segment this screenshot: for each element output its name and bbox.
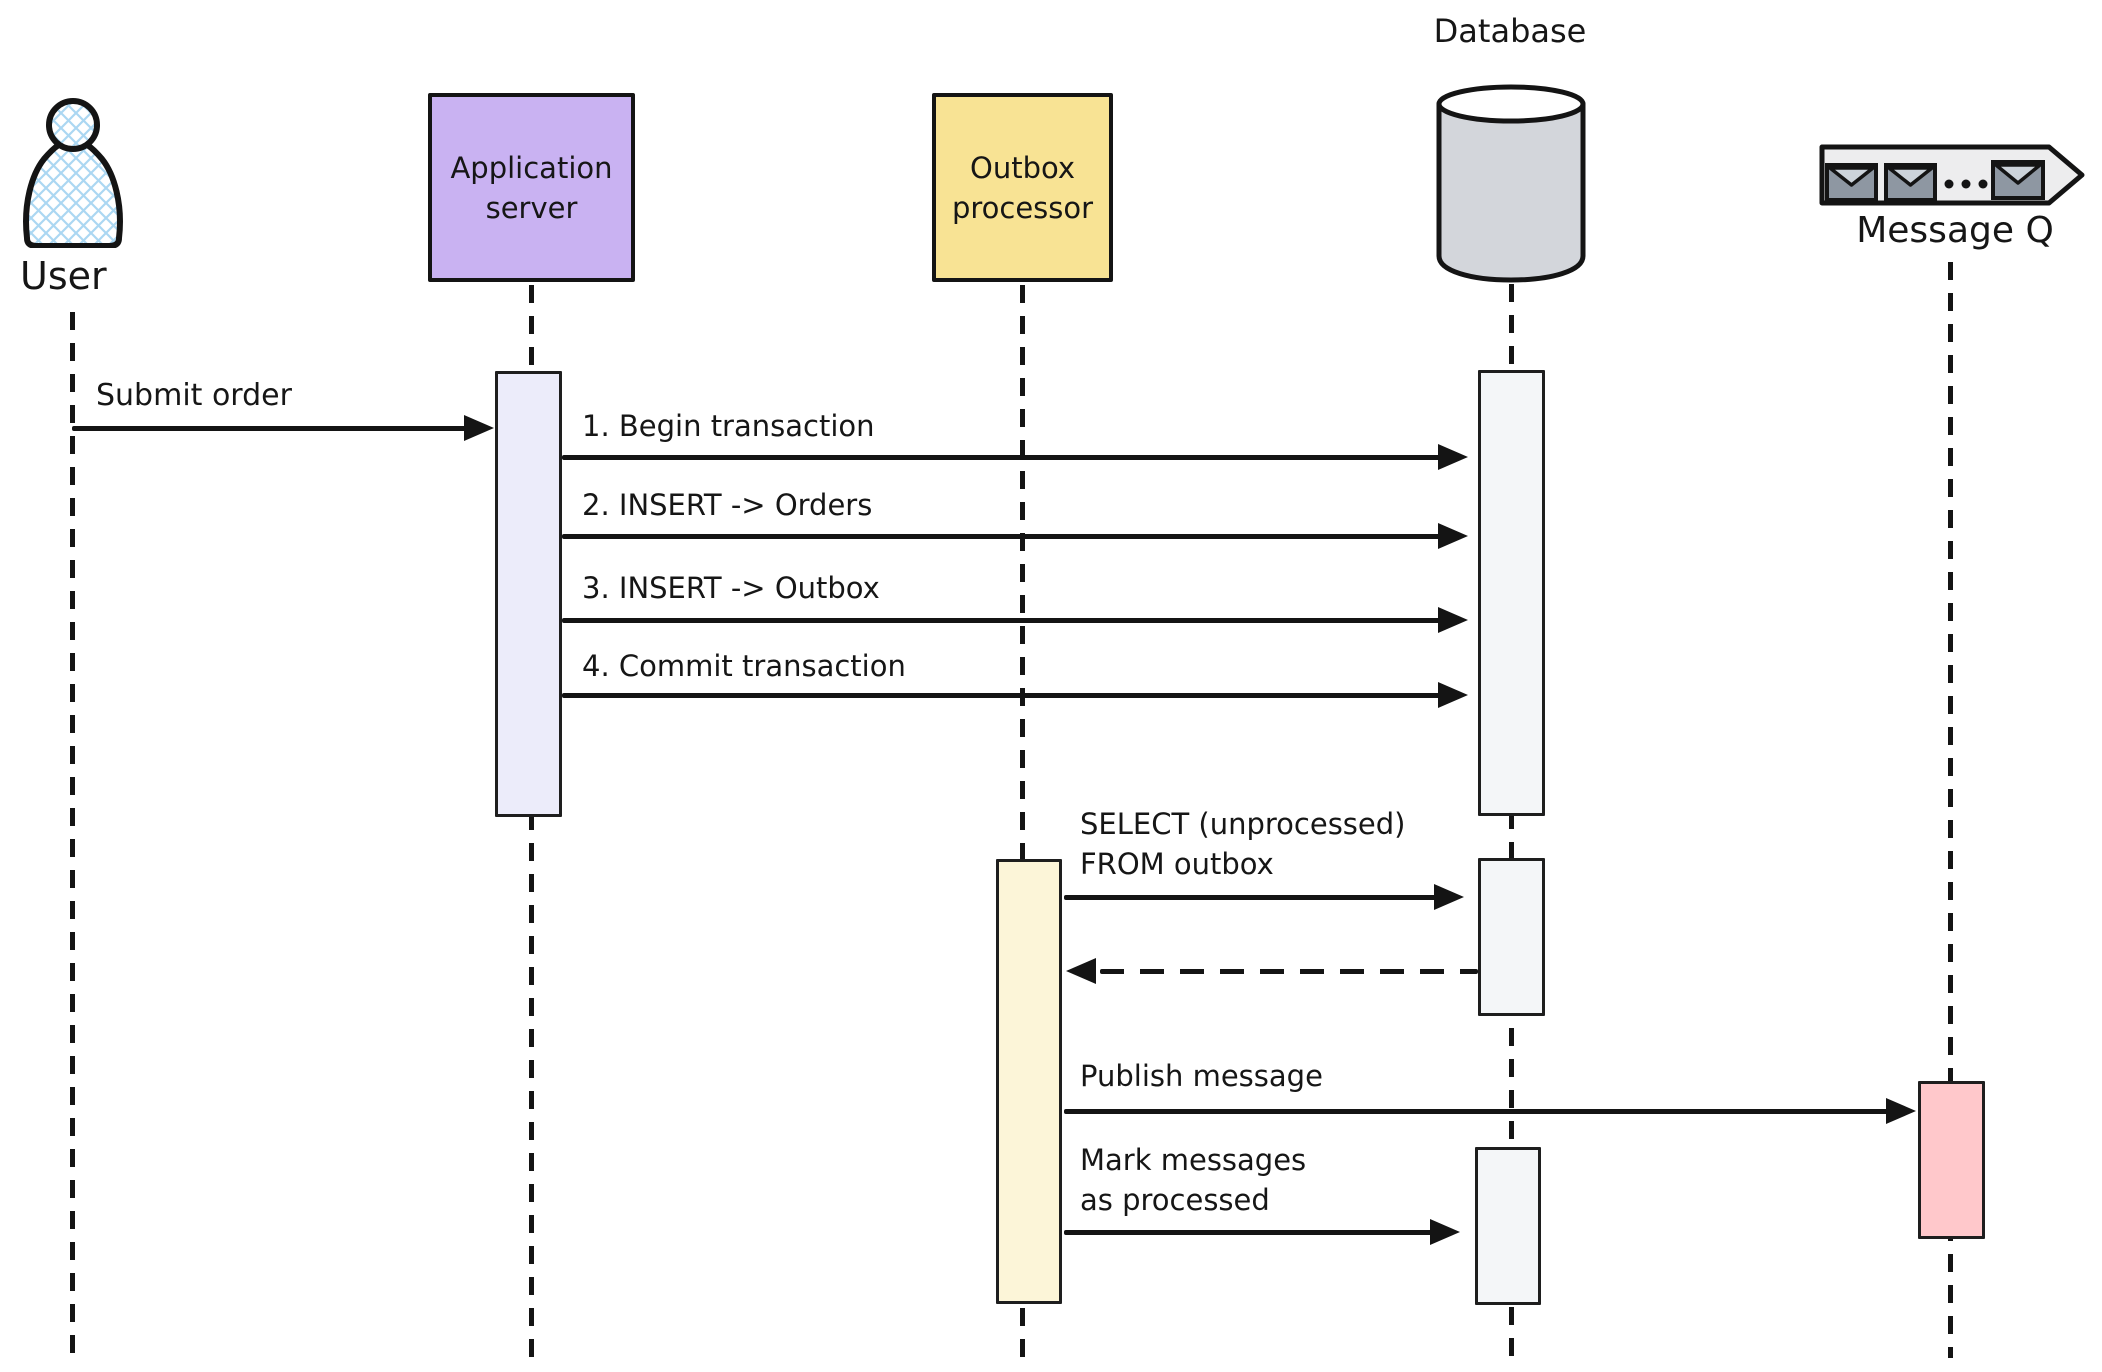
message-label: Publish message bbox=[1080, 1059, 1323, 1093]
database-activation-bar-2 bbox=[1478, 858, 1545, 1016]
message-line bbox=[1064, 1230, 1432, 1235]
message-line bbox=[562, 534, 1440, 539]
envelope-icon bbox=[1825, 163, 1878, 202]
message-q-lifeline bbox=[1948, 262, 1953, 1358]
message-dashed-line bbox=[1100, 969, 1478, 974]
message-line bbox=[1064, 1109, 1888, 1114]
outbox-processor-label: Outbox processor bbox=[951, 150, 1094, 225]
arrowhead-right-icon bbox=[1438, 607, 1468, 633]
arrowhead-right-icon bbox=[1438, 523, 1468, 549]
message-label: Submit order bbox=[96, 378, 292, 413]
message-queue-icon bbox=[1819, 144, 2085, 206]
application-server-lifeline bbox=[529, 285, 534, 1357]
envelope-icon bbox=[1991, 160, 2045, 200]
arrowhead-left-icon bbox=[1066, 958, 1096, 984]
message-label: 3. INSERT -> Outbox bbox=[582, 571, 880, 605]
participant-application-server: Application server bbox=[428, 93, 635, 282]
arrowhead-right-icon bbox=[1434, 884, 1464, 910]
application-server-label: Application server bbox=[450, 150, 613, 225]
queue-ellipsis-dots bbox=[1944, 179, 1988, 189]
arrowhead-right-icon bbox=[1438, 682, 1468, 708]
message-label: 1. Begin transaction bbox=[582, 409, 875, 443]
arrowhead-right-icon bbox=[1430, 1219, 1460, 1245]
database-activation-bar-3 bbox=[1475, 1147, 1541, 1305]
message-label: 2. INSERT -> Orders bbox=[582, 488, 873, 522]
message-line bbox=[72, 426, 466, 431]
message-line bbox=[562, 693, 1440, 698]
outbox-processor-activation-bar bbox=[996, 859, 1062, 1304]
user-actor-icon bbox=[23, 98, 123, 248]
arrowhead-right-icon bbox=[1438, 444, 1468, 470]
message-line bbox=[1064, 895, 1436, 900]
database-icon bbox=[1436, 84, 1586, 283]
user-label: User bbox=[20, 254, 107, 298]
arrowhead-right-icon bbox=[464, 415, 494, 441]
database-label: Database bbox=[1433, 12, 1587, 50]
user-lifeline bbox=[70, 312, 75, 1358]
message-label: Mark messages as processed bbox=[1080, 1143, 1307, 1217]
message-q-label: Message Q bbox=[1856, 210, 2054, 251]
database-activation-bar-1 bbox=[1478, 370, 1545, 816]
database-lifeline bbox=[1509, 284, 1514, 1356]
message-label: SELECT (unprocessed) FROM outbox bbox=[1080, 807, 1406, 881]
arrowhead-right-icon bbox=[1886, 1098, 1916, 1124]
application-server-activation-bar bbox=[495, 371, 562, 817]
message-label: 4. Commit transaction bbox=[582, 649, 906, 683]
message-q-activation-bar bbox=[1918, 1081, 1985, 1239]
participant-outbox-processor: Outbox processor bbox=[932, 93, 1113, 282]
message-line bbox=[562, 455, 1440, 460]
message-line bbox=[562, 618, 1440, 623]
envelope-icon bbox=[1884, 163, 1937, 202]
outbox-processor-lifeline bbox=[1020, 285, 1025, 1357]
